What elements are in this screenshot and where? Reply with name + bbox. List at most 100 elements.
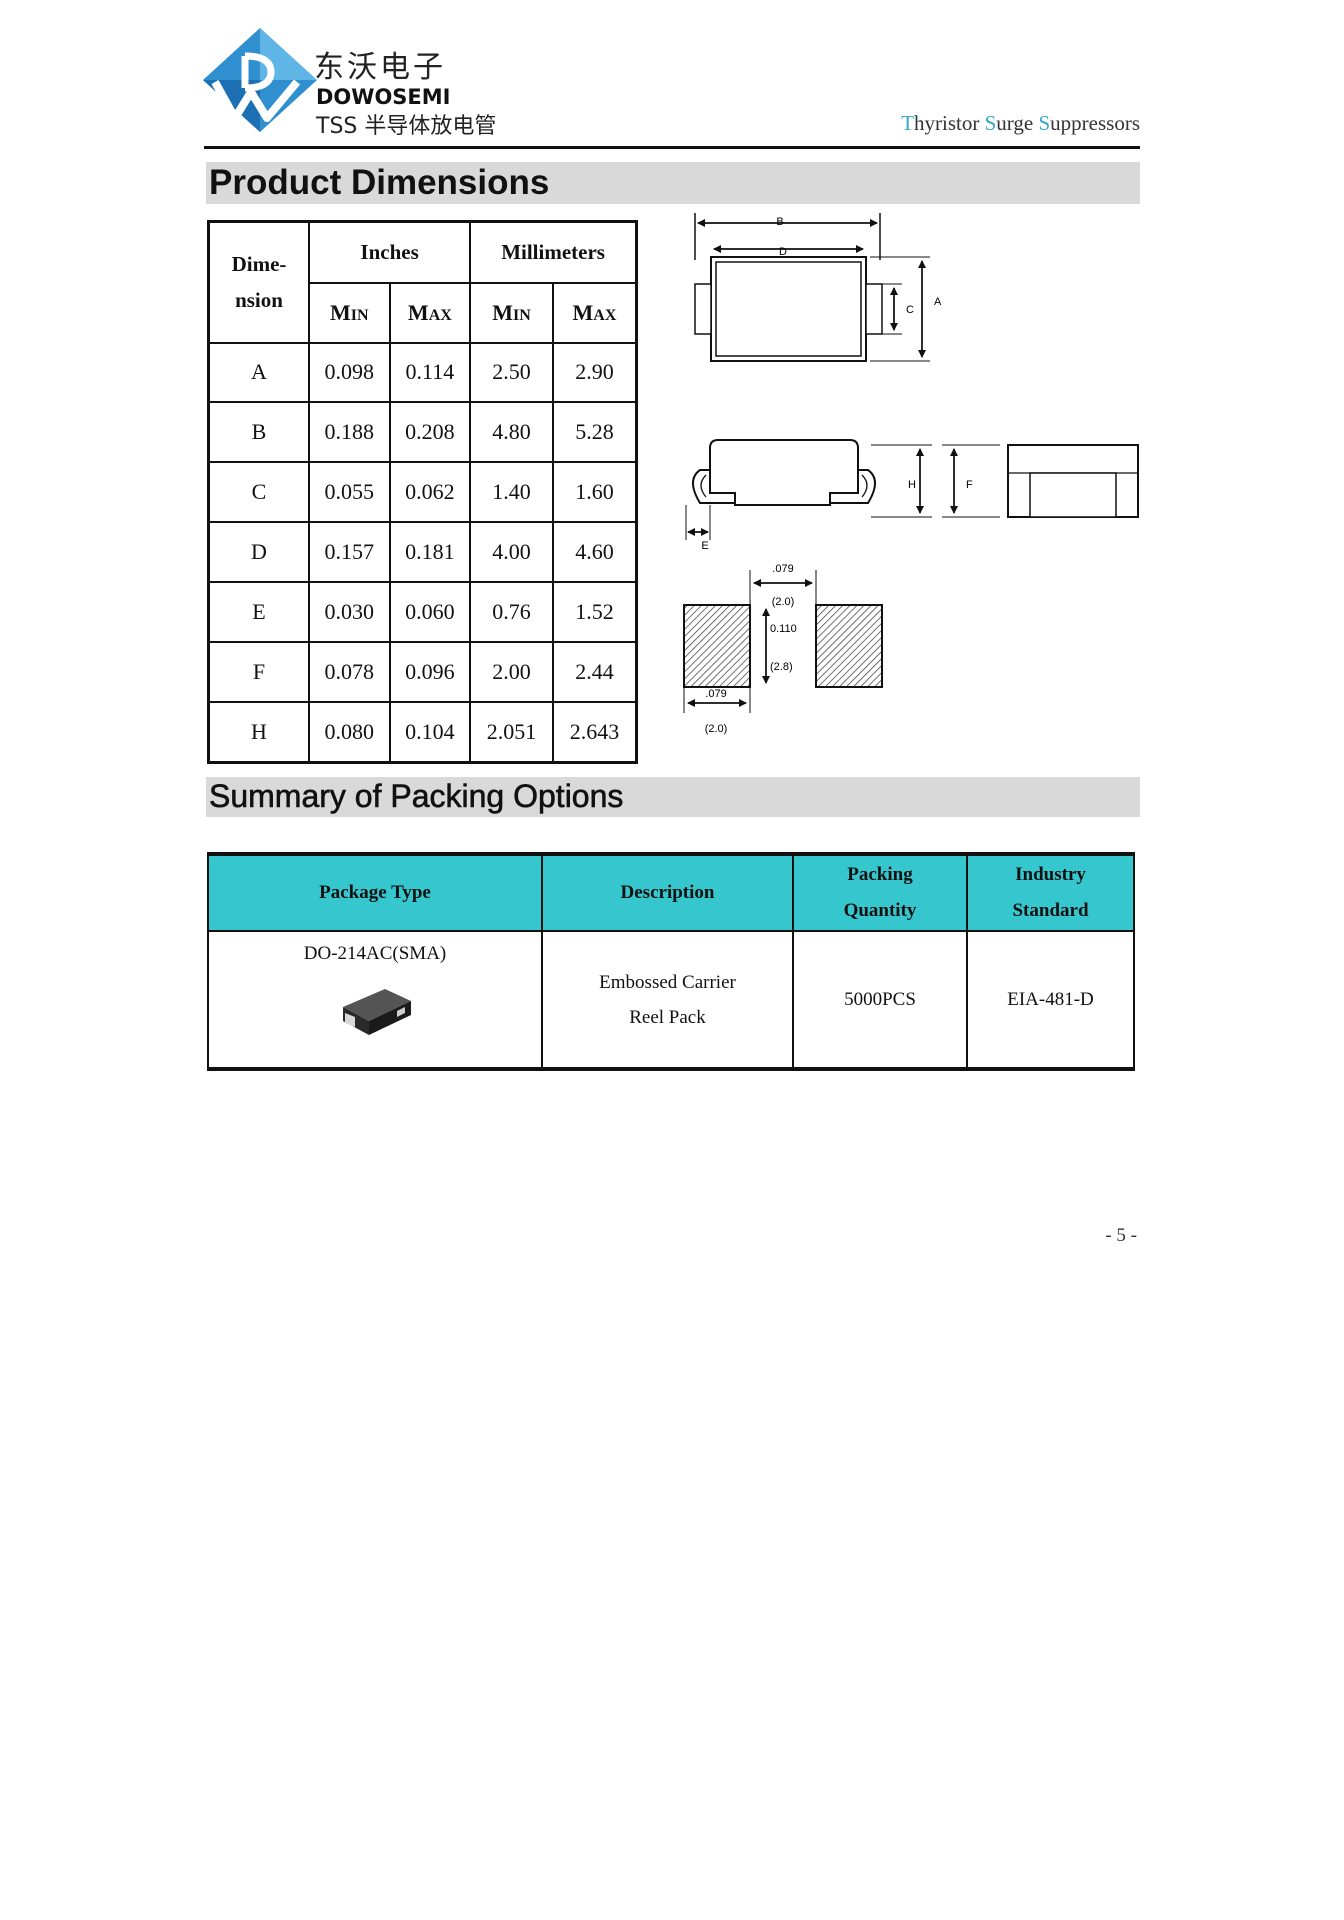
label-pad-gap-in: .079 xyxy=(772,563,793,575)
table-row: D 0.157 0.181 4.00 4.60 xyxy=(207,521,638,583)
dim-cell: F xyxy=(207,640,310,703)
label-e: E xyxy=(701,540,708,552)
in-min-cell: 0.078 xyxy=(308,640,391,703)
millimeters-header: Millimeters xyxy=(469,220,638,284)
industry-header-line1: Industry xyxy=(1015,864,1086,885)
mm-min-cell: 0.76 xyxy=(469,580,554,643)
standard-cell: EIA-481-D xyxy=(966,930,1135,1070)
mm-min-cell: 2.00 xyxy=(469,640,554,703)
table-row: DO-214AC(SMA) Embossed Carrier Reel Pack… xyxy=(207,930,1135,1070)
description-line1: Embossed Carrier xyxy=(599,971,736,993)
label-b: B xyxy=(776,216,783,228)
packing-options-table: Package Type Description Packing Quantit… xyxy=(207,852,1135,1071)
table-row: E 0.030 0.060 0.76 1.52 xyxy=(207,580,638,643)
tagline-word: hyristor xyxy=(914,111,985,135)
label-pad-gap-mm: (2.0) xyxy=(772,596,795,608)
min-cap: M xyxy=(330,299,351,325)
brand-english-name: DOWOSEMI xyxy=(316,85,451,109)
in-min-cell: 0.055 xyxy=(308,461,391,524)
dimension-header: Dime- nsion xyxy=(207,220,310,344)
sma-package-image xyxy=(343,989,411,1035)
brand-subtitle: TSS 半导体放电管 xyxy=(316,114,497,139)
packing-section-bar xyxy=(206,777,1140,817)
land-pattern: .079 (2.0) 0.110 (2.8) .079 (2.0) xyxy=(683,563,883,735)
tagline-initial: S xyxy=(984,111,997,135)
table-row: C 0.055 0.062 1.40 1.60 xyxy=(207,461,638,524)
top-view: B D C A xyxy=(694,213,942,362)
mm-max-cell: 2.90 xyxy=(551,341,638,404)
in-max-cell: 0.062 xyxy=(388,461,472,524)
label-pad-w-mm: (2.0) xyxy=(705,723,728,735)
dim-cell: H xyxy=(207,700,310,764)
tagline-initial: S xyxy=(1038,111,1051,135)
max-cap: M xyxy=(572,299,594,325)
min-rest: IN xyxy=(350,306,369,324)
product-line-tagline: Thyristor Surge Suppressors xyxy=(901,111,1140,136)
mm-min-cell: 4.00 xyxy=(469,521,554,583)
quantity-cell: 5000PCS xyxy=(792,930,968,1070)
packing-header-line1: Packing xyxy=(847,864,913,885)
description-header: Description xyxy=(541,853,794,932)
dimensions-section-bar xyxy=(206,162,1140,204)
description-cell: Embossed Carrier Reel Pack xyxy=(541,930,794,1070)
mm-max-cell: 5.28 xyxy=(551,401,638,464)
package-type-header: Package Type xyxy=(207,853,543,932)
in-max-cell: 0.104 xyxy=(388,700,472,764)
in-min-cell: 0.157 xyxy=(308,521,391,583)
tagline-initial: T xyxy=(901,111,915,135)
dim-cell: E xyxy=(207,580,310,643)
label-h: H xyxy=(908,479,916,491)
in-min-cell: 0.188 xyxy=(308,401,391,464)
table-row: B 0.188 0.208 4.80 5.28 xyxy=(207,401,638,464)
dimensions-section-title: Product Dimensions xyxy=(209,163,550,202)
min-cap: M xyxy=(492,299,514,325)
industry-header-line2: Standard xyxy=(1012,900,1089,921)
mm-min-header: MIN xyxy=(469,281,554,344)
mm-min-cell: 4.80 xyxy=(469,401,554,464)
dimension-header-line1: Dime- xyxy=(231,252,287,277)
max-cap: M xyxy=(407,299,429,325)
max-rest: AX xyxy=(428,306,452,324)
mm-min-cell: 1.40 xyxy=(469,461,554,524)
package-cell: DO-214AC(SMA) xyxy=(207,930,543,1070)
dowosemi-logo xyxy=(203,28,317,132)
table-row: A 0.098 0.114 2.50 2.90 xyxy=(207,341,638,404)
tagline-word: urge xyxy=(996,111,1039,135)
label-d: D xyxy=(779,246,787,258)
end-view xyxy=(1007,444,1139,518)
package-outline-drawing: B D C A H F xyxy=(683,213,1139,735)
mm-max-header: MAX xyxy=(551,281,638,344)
brand-chinese-name: 东沃电子 xyxy=(314,50,446,85)
mm-max-cell: 2.643 xyxy=(551,700,638,764)
in-min-cell: 0.080 xyxy=(308,700,391,764)
label-c: C xyxy=(906,304,914,316)
mm-max-cell: 4.60 xyxy=(551,521,638,583)
mm-max-cell: 1.52 xyxy=(551,580,638,643)
industry-standard-header: Industry Standard xyxy=(966,853,1135,932)
description-line2: Reel Pack xyxy=(629,1006,706,1028)
mm-max-cell: 2.44 xyxy=(551,640,638,703)
dimensions-table: Dime- nsion Inches Millimeters MIN MAX M… xyxy=(207,220,638,764)
label-pad-w-in: .079 xyxy=(705,688,726,700)
min-rest: IN xyxy=(513,306,531,324)
in-max-cell: 0.114 xyxy=(388,341,472,404)
in-min-cell: 0.098 xyxy=(308,341,391,404)
mm-min-cell: 2.051 xyxy=(469,700,554,764)
side-view: H F E xyxy=(685,439,1000,552)
in-max-cell: 0.096 xyxy=(388,640,472,703)
inches-header: Inches xyxy=(307,220,472,284)
packing-quantity-header: Packing Quantity xyxy=(792,853,968,932)
in-min-cell: 0.030 xyxy=(308,580,391,643)
dim-cell: C xyxy=(207,461,310,524)
packing-header-line2: Quantity xyxy=(843,900,917,921)
in-max-cell: 0.208 xyxy=(388,401,472,464)
label-pad-h-in: 0.110 xyxy=(770,623,797,635)
page-number: - 5 - xyxy=(1105,1225,1137,1246)
table-row: F 0.078 0.096 2.00 2.44 xyxy=(207,640,638,703)
inches-max-header: MAX xyxy=(388,281,472,344)
in-max-cell: 0.181 xyxy=(388,521,472,583)
dimension-header-line2: nsion xyxy=(235,288,283,313)
packing-section-title: Summary of Packing Options xyxy=(209,778,624,815)
table-row: H 0.080 0.104 2.051 2.643 xyxy=(207,700,638,764)
dim-cell: B xyxy=(207,401,310,464)
